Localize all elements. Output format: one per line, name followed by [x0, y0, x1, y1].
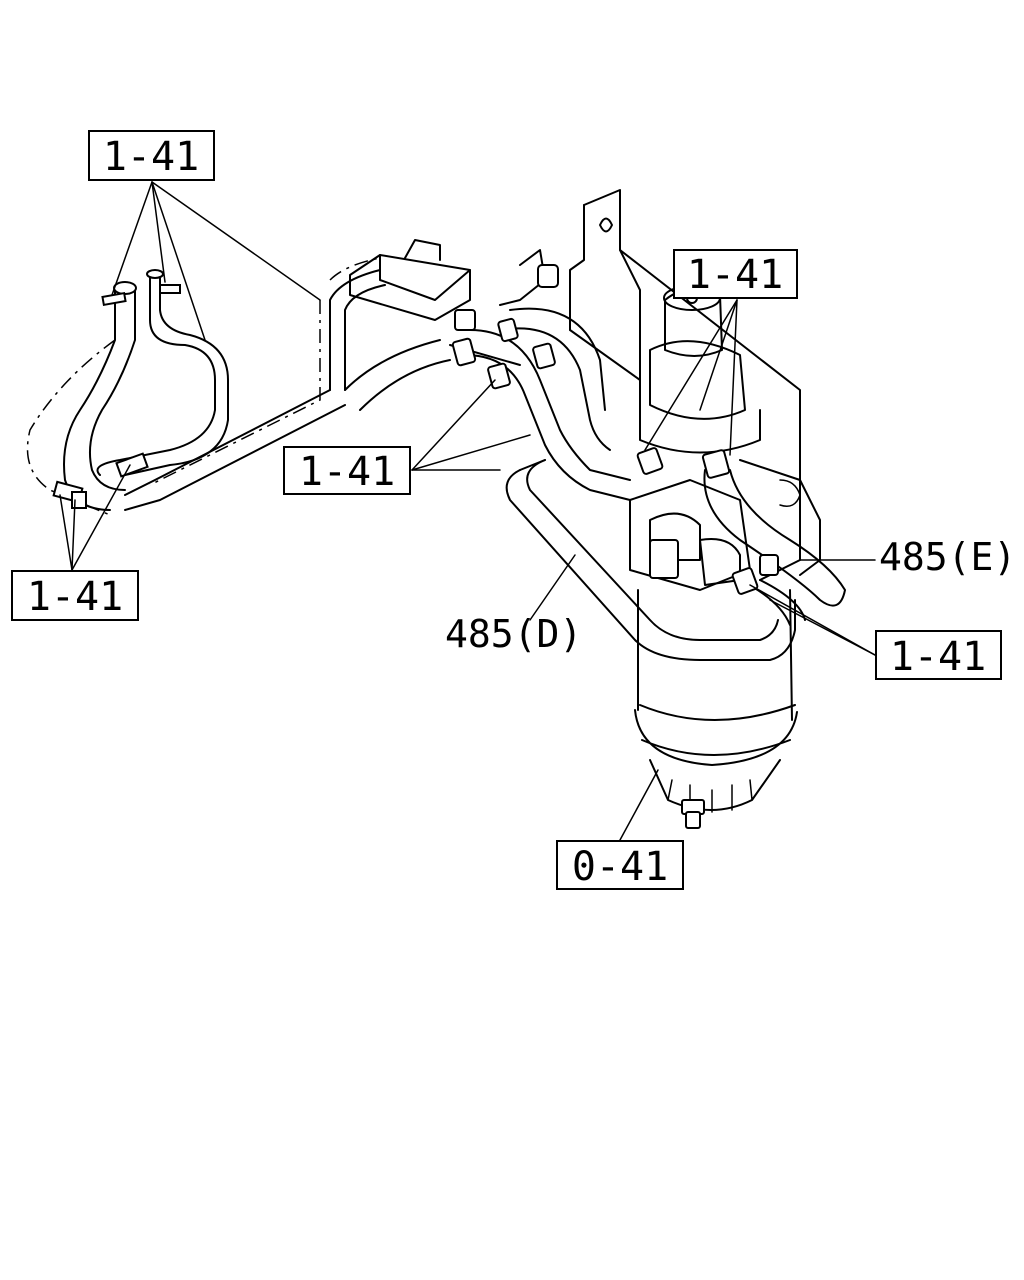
callout-right: 1-41	[875, 630, 1002, 680]
leader-lines	[59, 181, 876, 841]
fuel-filter-head	[629, 285, 761, 591]
callout-top-right-label: 1-41	[687, 252, 783, 298]
callout-left: 1-41	[11, 570, 139, 621]
fuel-pipe-long	[124, 257, 451, 511]
mounting-bracket	[569, 189, 821, 581]
hose-clamps	[52, 284, 779, 595]
callout-bottom-label: 0-41	[572, 844, 668, 890]
pipe-clamp-bracket	[349, 239, 559, 321]
callout-left-label: 1-41	[27, 574, 123, 620]
fuel-pipe-485d	[505, 459, 796, 661]
callout-top-right: 1-41	[673, 249, 798, 299]
callout-bottom: 0-41	[556, 840, 684, 890]
pipe-485d-label: 485(D)	[445, 612, 582, 656]
pipe-485e-label: 485(E)	[879, 535, 1016, 579]
callout-top-left-label: 1-41	[103, 134, 199, 180]
fuel-hose-center	[449, 307, 631, 501]
fuel-hose-left	[26, 269, 229, 516]
callout-right-label: 1-41	[890, 634, 986, 680]
callout-middle-label: 1-41	[299, 449, 395, 495]
fuel-filter-cartridge	[634, 589, 798, 829]
callout-top-left: 1-41	[88, 130, 215, 181]
callout-middle: 1-41	[283, 446, 411, 495]
